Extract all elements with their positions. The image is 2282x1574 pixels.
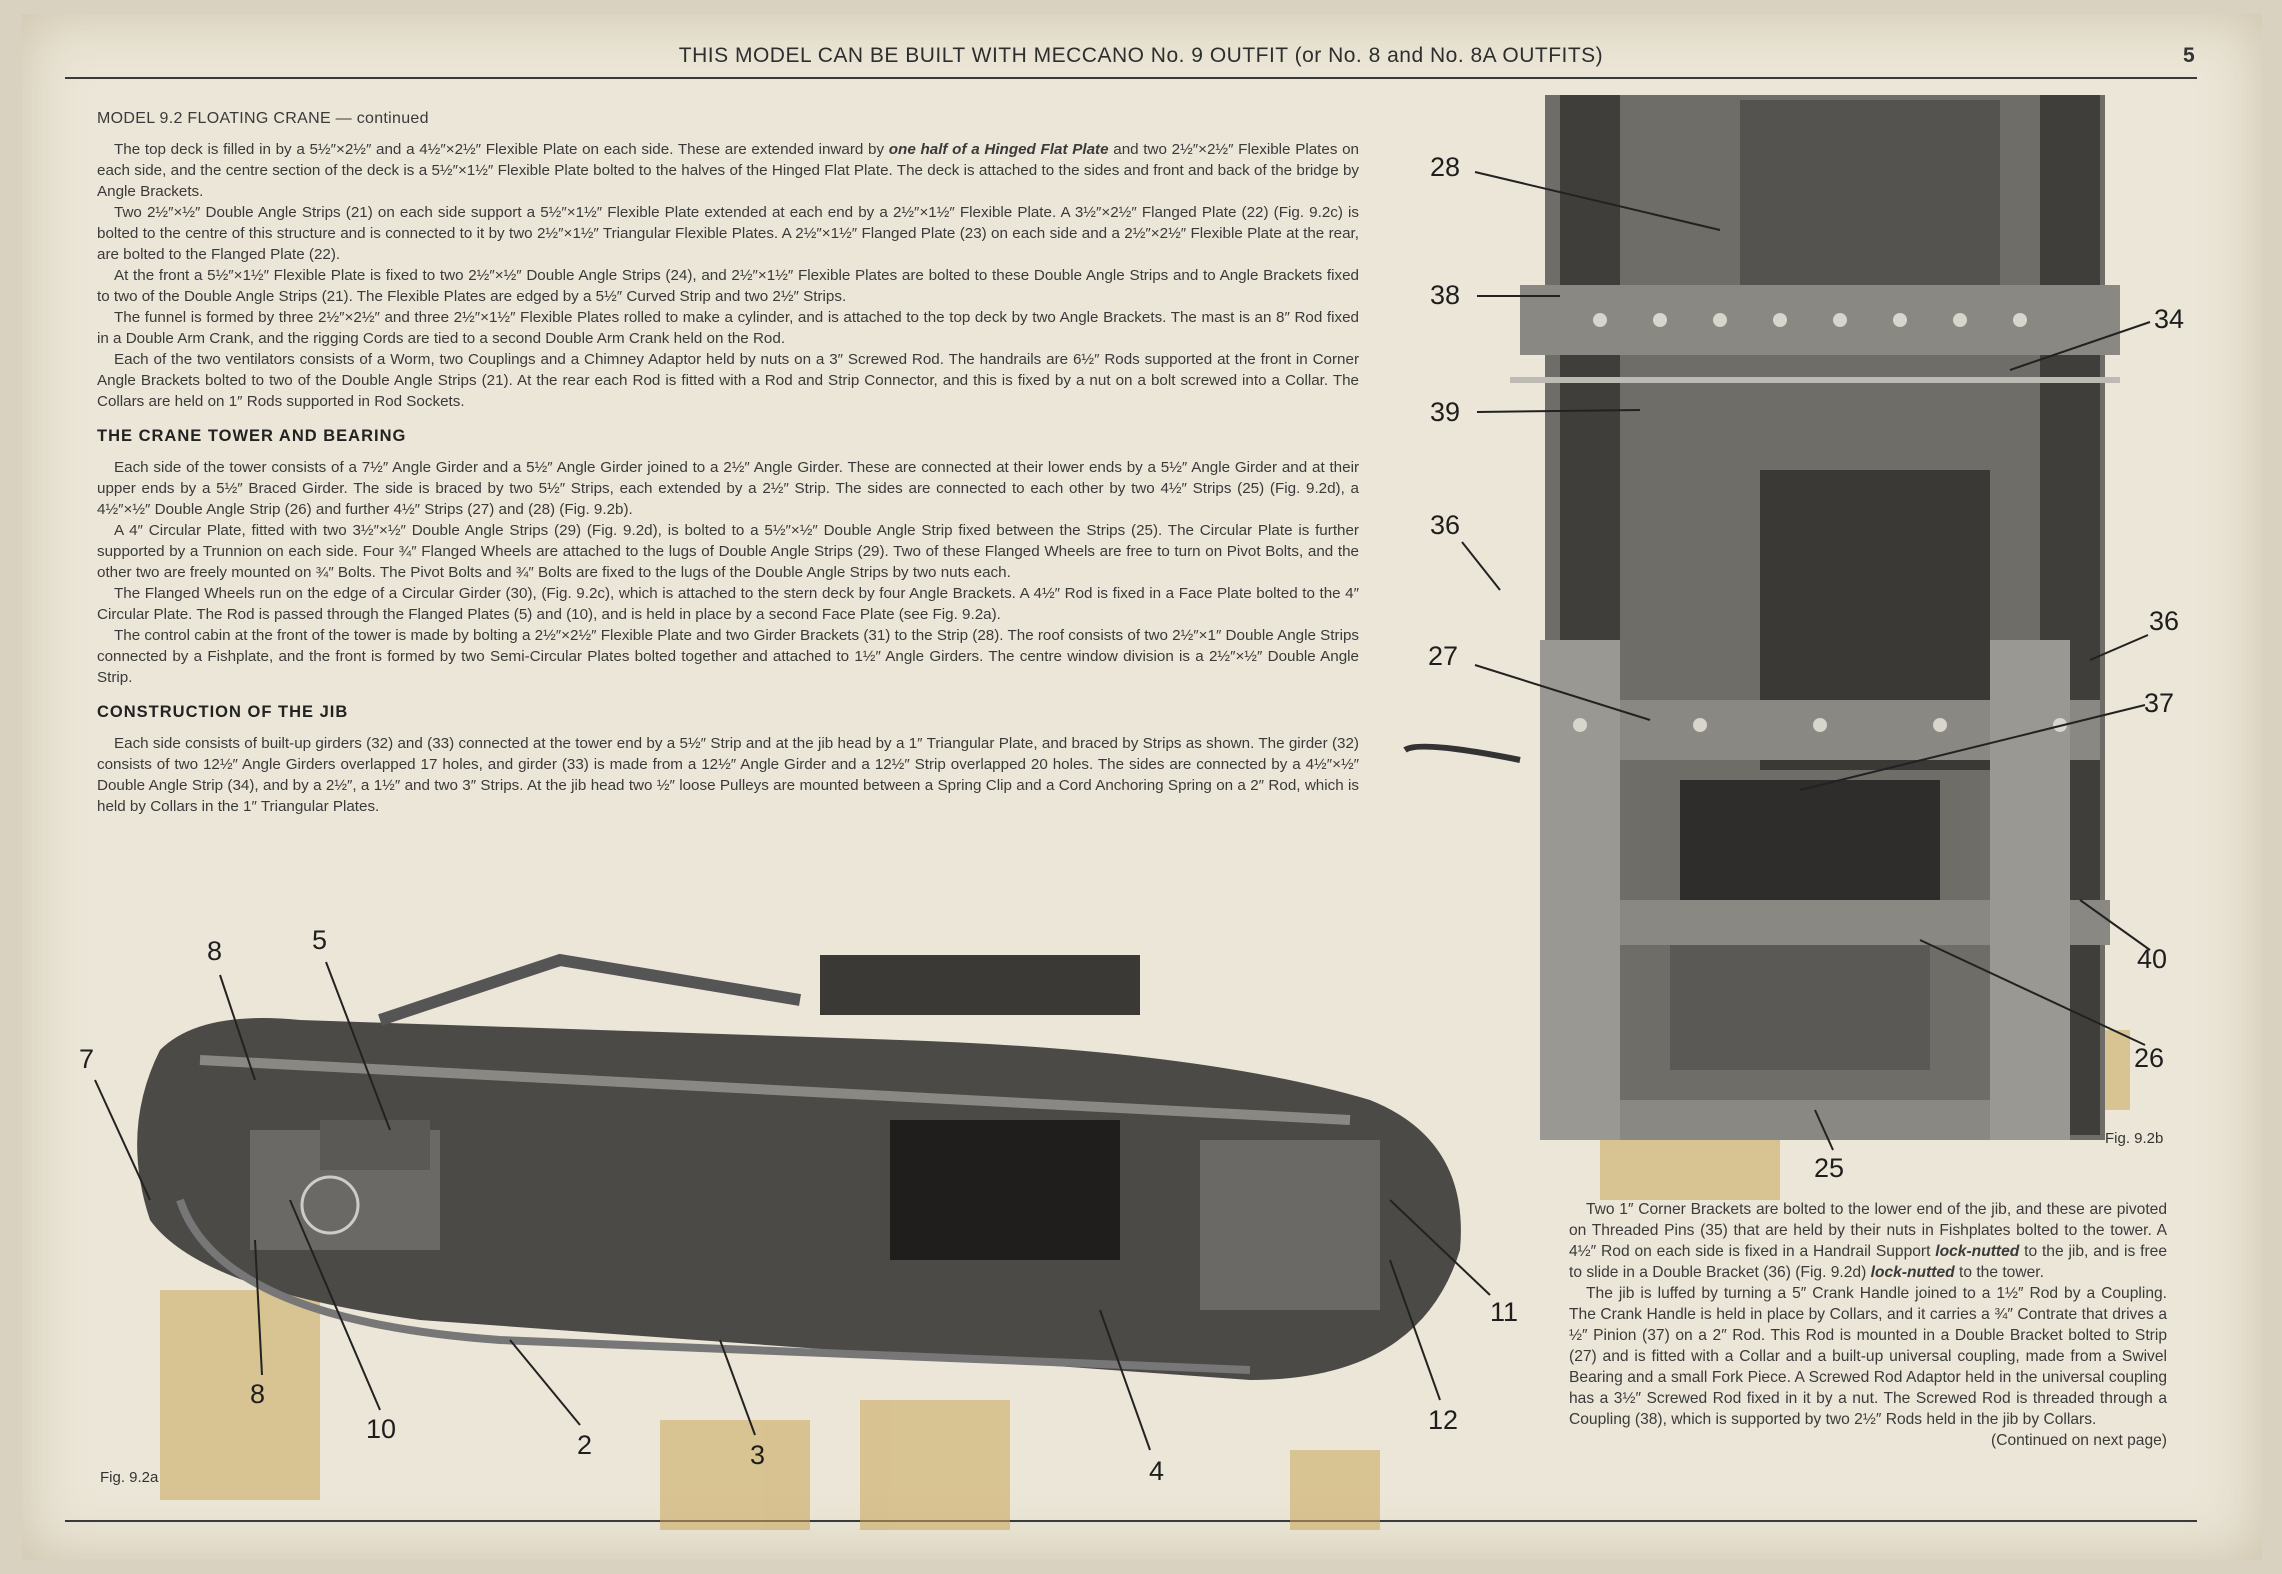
paragraph: Each side of the tower consists of a 7½″… xyxy=(97,459,1359,518)
label-28: 28 xyxy=(1430,152,1461,182)
page-number: 5 xyxy=(2183,44,2195,67)
label-36b: 36 xyxy=(2149,606,2180,636)
label-5: 5 xyxy=(312,925,328,955)
paragraph: Each of the two ventilators consists of … xyxy=(97,351,1359,410)
label-37: 37 xyxy=(2144,688,2175,718)
label-10: 10 xyxy=(366,1414,397,1444)
page-header-title: THIS MODEL CAN BE BUILT WITH MECCANO No.… xyxy=(678,44,1604,67)
section-heading-tower: THE CRANE TOWER AND BEARING xyxy=(97,427,407,445)
label-27: 27 xyxy=(1428,641,1459,671)
label-7: 7 xyxy=(79,1044,95,1074)
continued-note: (Continued on next page) xyxy=(1991,1432,2167,1449)
tower-photo xyxy=(1403,95,2120,1140)
leader-lines xyxy=(94,171,2151,1451)
label-40: 40 xyxy=(2137,944,2168,974)
figure-caption-9-2b: Fig. 9.2b xyxy=(2105,1130,2164,1147)
paragraph: The funnel is formed by three 2½″×2½″ an… xyxy=(97,309,1359,347)
label-34: 34 xyxy=(2154,304,2185,334)
label-38: 38 xyxy=(1430,280,1461,310)
paragraph: Two 1″ Corner Brackets are bolted to the… xyxy=(1569,1201,2167,1281)
label-12: 12 xyxy=(1428,1405,1459,1435)
label-4: 4 xyxy=(1149,1456,1165,1486)
paragraph: Two 2½″×½″ Double Angle Strips (21) on e… xyxy=(97,204,1359,263)
paragraph: At the front a 5½″×1½″ Flexible Plate is… xyxy=(97,267,1359,305)
paragraph: The Flanged Wheels run on the edge of a … xyxy=(97,585,1359,623)
label-8b: 8 xyxy=(250,1379,266,1409)
boat-photo xyxy=(137,953,1461,1380)
figure-caption-9-2a: Fig. 9.2a xyxy=(100,1469,159,1486)
right-text-column: Two 1″ Corner Brackets are bolted to the… xyxy=(1569,1199,2167,1451)
paragraph: The jib is luffed by turning a 5″ Crank … xyxy=(1569,1285,2167,1428)
main-text-column: MODEL 9.2 FLOATING CRANE — continued The… xyxy=(97,108,1359,817)
paragraph: Each side consists of built-up girders (… xyxy=(97,735,1359,815)
label-8: 8 xyxy=(207,936,223,966)
header-rule xyxy=(65,77,2197,79)
label-25: 25 xyxy=(1814,1153,1845,1183)
model-heading: MODEL 9.2 FLOATING CRANE — continued xyxy=(97,110,429,127)
label-3: 3 xyxy=(750,1440,766,1470)
label-11: 11 xyxy=(1490,1297,1519,1327)
paragraph: The top deck is filled in by a 5½″×2½″ a… xyxy=(97,141,1360,200)
label-39: 39 xyxy=(1430,397,1461,427)
footer-rule xyxy=(65,1520,2197,1522)
section-heading-jib: CONSTRUCTION OF THE JIB xyxy=(97,703,349,721)
paragraph: The control cabin at the front of the to… xyxy=(97,627,1359,686)
label-26: 26 xyxy=(2134,1043,2165,1073)
label-2: 2 xyxy=(577,1430,593,1460)
paragraph: A 4″ Circular Plate, fitted with two 3½″… xyxy=(97,522,1359,581)
label-36: 36 xyxy=(1430,510,1461,540)
